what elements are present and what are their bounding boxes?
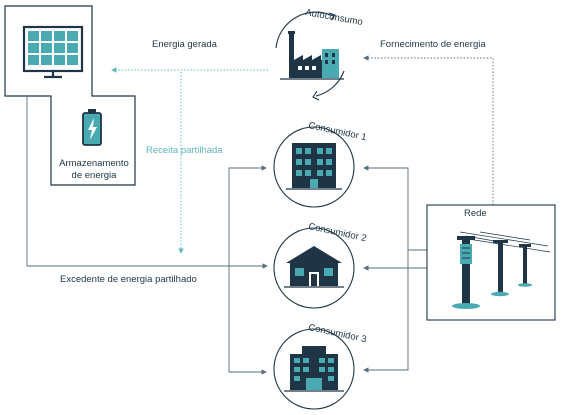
fornecimento-label: Fornecimento de energia [380,39,486,50]
fornecimento-arrow [363,55,494,205]
house-icon [273,227,355,309]
power-grid-icon [452,231,551,309]
solar-storage-enclosure [4,5,136,186]
armazenamento-line2: de energia [71,169,117,181]
rede-label: Rede [464,208,487,219]
excedente-arrow [26,96,268,269]
apartment-building-icon [273,126,355,208]
rede-to-consumidor3 [363,250,409,373]
solar-panel-icon [22,25,84,79]
office-building-icon [273,328,355,410]
battery-icon [82,109,102,146]
rede-box [426,204,556,321]
consumer-loop-to-c3 [228,268,267,375]
armazenamento-label: Armazenamento de energia [58,158,130,182]
receita-label: Receita partilhada [146,145,223,156]
autoconsumo-label: Autoconsumo [304,7,363,28]
factory-icon [275,11,345,101]
rede-to-consumidor1 [363,165,427,251]
energia-gerada-label: Energia gerada [152,39,217,50]
consumer-loop-to-c1 [228,165,267,268]
excedente-label: Excedente de energia partilhado [60,274,197,285]
armazenamento-line1: Armazenamento [59,158,129,169]
